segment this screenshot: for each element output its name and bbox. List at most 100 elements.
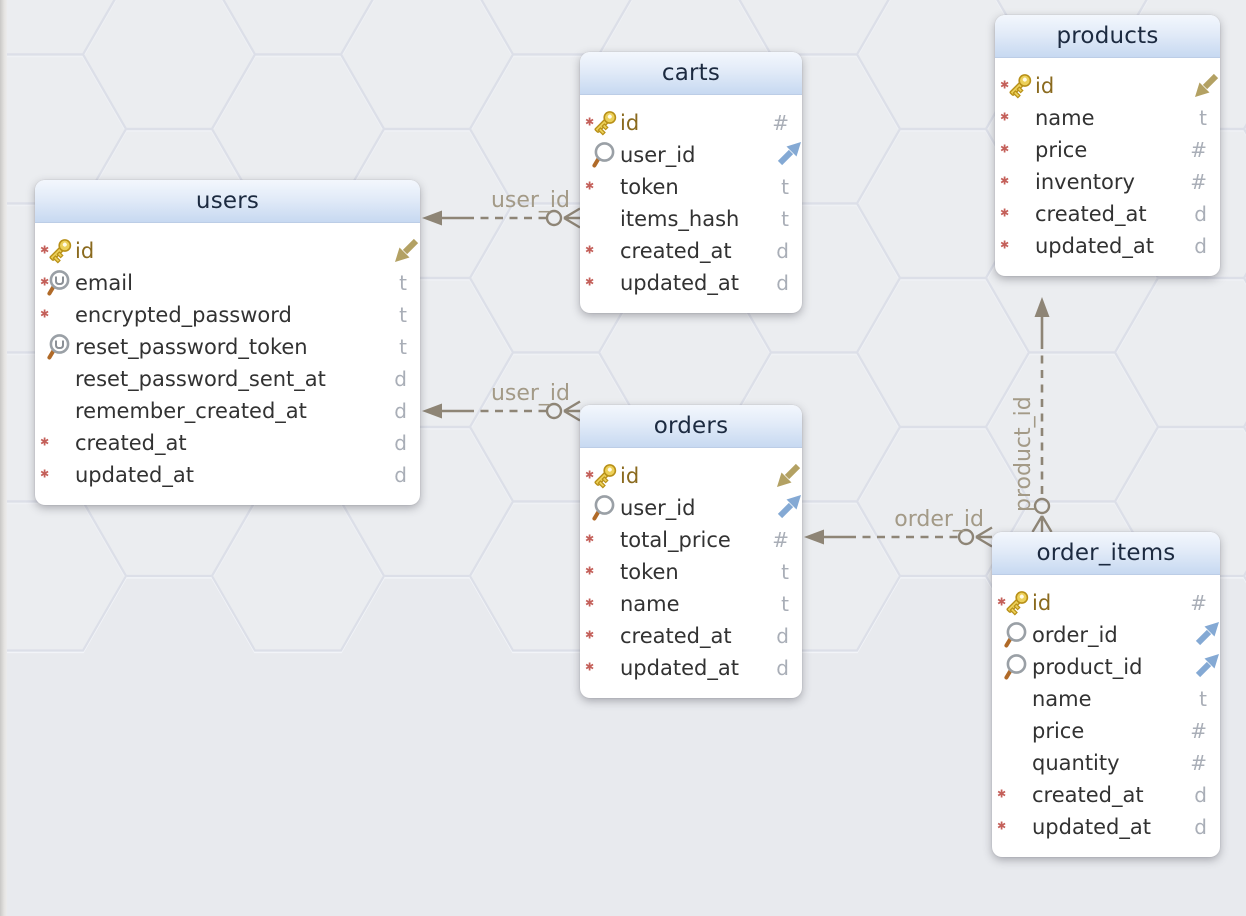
table-order_items[interactable]: order_items ✱ id # order_id p: [992, 532, 1220, 857]
field-row-order_items-price[interactable]: price #: [992, 715, 1220, 747]
required-mark: ✱: [1000, 174, 1010, 188]
field-row-order_items-order_id[interactable]: order_id: [992, 619, 1220, 651]
field-row-order_items-product_id[interactable]: product_id: [992, 651, 1220, 683]
table-title[interactable]: order_items: [992, 532, 1220, 575]
field-name: created_at: [1035, 202, 1147, 226]
field-row-orders-total_price[interactable]: ✱ total_price #: [580, 524, 802, 556]
table-body: ✱ id # order_id product_id: [992, 575, 1220, 857]
field-row-order_items-id[interactable]: ✱ id #: [992, 587, 1220, 619]
table-body: ✱ id ✱ name t ✱ price # ✱ inventory #: [995, 58, 1220, 276]
required-mark: ✱: [40, 467, 50, 481]
table-orders[interactable]: orders ✱ id user_id ✱ total_p: [580, 405, 802, 698]
field-row-products-price[interactable]: ✱ price #: [995, 134, 1220, 166]
field-row-orders-name[interactable]: ✱ name t: [580, 588, 802, 620]
field-row-carts-user_id[interactable]: user_id: [580, 139, 802, 171]
field-row-carts-token[interactable]: ✱ token t: [580, 171, 802, 203]
index-icon: [1000, 620, 1032, 650]
field-row-users-remember_created_at[interactable]: remember_created_at d: [35, 395, 420, 427]
index-icon: [588, 493, 620, 523]
table-title[interactable]: orders: [580, 405, 802, 448]
required-mark: ✱: [997, 787, 1007, 801]
field-type: d: [1194, 234, 1207, 258]
relation-product_id-order_items-products[interactable]: product_id: [1011, 297, 1053, 533]
field-name: remember_created_at: [75, 399, 307, 423]
field-name: id: [620, 464, 640, 488]
field-name: quantity: [1032, 751, 1120, 775]
field-name: created_at: [1032, 783, 1144, 807]
field-name: reset_password_sent_at: [75, 367, 326, 391]
required-mark: ✱: [1000, 78, 1010, 92]
field-row-products-inventory[interactable]: ✱ inventory #: [995, 166, 1220, 198]
table-body: ✱ id ✱ email t ✱ encrypted_password t: [35, 223, 420, 505]
field-row-orders-updated_at[interactable]: ✱ updated_at d: [580, 652, 802, 684]
field-name: updated_at: [1035, 234, 1154, 258]
relation-user_id-carts-users[interactable]: user_id: [422, 188, 581, 229]
table-title[interactable]: products: [995, 15, 1220, 58]
field-name: price: [1035, 138, 1088, 162]
field-row-products-updated_at[interactable]: ✱ updated_at d: [995, 230, 1220, 262]
primary-key-icon: [1003, 71, 1035, 101]
field-name: id: [620, 111, 640, 135]
field-row-orders-id[interactable]: ✱ id: [580, 460, 802, 492]
required-mark: ✱: [585, 243, 595, 257]
field-row-users-created_at[interactable]: ✱ created_at d: [35, 427, 420, 459]
field-row-products-name[interactable]: ✱ name t: [995, 102, 1220, 134]
field-type: d: [776, 624, 789, 648]
field-row-carts-created_at[interactable]: ✱ created_at d: [580, 235, 802, 267]
required-mark: ✱: [585, 275, 595, 289]
field-row-products-id[interactable]: ✱ id: [995, 70, 1220, 102]
primary-key-icon: [43, 236, 75, 266]
field-row-orders-user_id[interactable]: user_id: [580, 492, 802, 524]
field-name: price: [1032, 719, 1085, 743]
field-row-users-email[interactable]: ✱ email t: [35, 267, 420, 299]
field-type: t: [399, 303, 407, 327]
relation-user_id-orders-users[interactable]: user_id: [422, 381, 581, 422]
field-name: reset_password_token: [75, 335, 308, 359]
table-users[interactable]: users ✱ id ✱ email t ✱ encrypted_passwor…: [35, 180, 420, 505]
field-type: t: [781, 175, 789, 199]
required-mark: ✱: [585, 596, 595, 610]
unique-index-icon: [43, 268, 75, 298]
field-row-order_items-name[interactable]: name t: [992, 683, 1220, 715]
table-title[interactable]: carts: [580, 52, 802, 95]
field-row-orders-token[interactable]: ✱ token t: [580, 556, 802, 588]
field-type: t: [781, 560, 789, 584]
table-carts[interactable]: carts ✱ id # user_id ✱ token t: [580, 52, 802, 313]
window-edge: [0, 0, 7, 916]
field-type: #: [772, 528, 789, 552]
field-row-order_items-updated_at[interactable]: ✱ updated_at d: [992, 811, 1220, 843]
field-row-carts-updated_at[interactable]: ✱ updated_at d: [580, 267, 802, 299]
field-row-users-reset_password_sent_at[interactable]: reset_password_sent_at d: [35, 363, 420, 395]
field-name: id: [75, 239, 95, 263]
relation-label: product_id: [1011, 396, 1036, 512]
required-mark: ✱: [1000, 206, 1010, 220]
field-row-users-encrypted_password[interactable]: ✱ encrypted_password t: [35, 299, 420, 331]
field-type: d: [1194, 815, 1207, 839]
field-row-carts-id[interactable]: ✱ id #: [580, 107, 802, 139]
index-icon: [588, 140, 620, 170]
field-row-products-created_at[interactable]: ✱ created_at d: [995, 198, 1220, 230]
required-mark: ✱: [1000, 142, 1010, 156]
field-row-order_items-quantity[interactable]: quantity #: [992, 747, 1220, 779]
field-name: inventory: [1035, 170, 1135, 194]
field-row-order_items-created_at[interactable]: ✱ created_at d: [992, 779, 1220, 811]
field-row-users-reset_password_token[interactable]: reset_password_token t: [35, 331, 420, 363]
required-mark: ✱: [40, 435, 50, 449]
required-mark: ✱: [1000, 110, 1010, 124]
table-title[interactable]: users: [35, 180, 420, 223]
field-row-orders-created_at[interactable]: ✱ created_at d: [580, 620, 802, 652]
field-type: t: [399, 271, 407, 295]
relation-order_id-order_items-orders[interactable]: order_id: [804, 507, 993, 548]
field-name: created_at: [75, 431, 187, 455]
required-mark: ✱: [585, 179, 595, 193]
field-type: t: [1199, 106, 1207, 130]
field-type: d: [776, 656, 789, 680]
field-name: created_at: [620, 239, 732, 263]
field-row-carts-items_hash[interactable]: items_hash t: [580, 203, 802, 235]
required-mark: ✱: [585, 468, 595, 482]
field-row-users-id[interactable]: ✱ id: [35, 235, 420, 267]
table-products[interactable]: products ✱ id ✱ name t ✱ price # ✱ inv: [995, 15, 1220, 276]
field-row-users-updated_at[interactable]: ✱ updated_at d: [35, 459, 420, 491]
required-mark: ✱: [997, 819, 1007, 833]
